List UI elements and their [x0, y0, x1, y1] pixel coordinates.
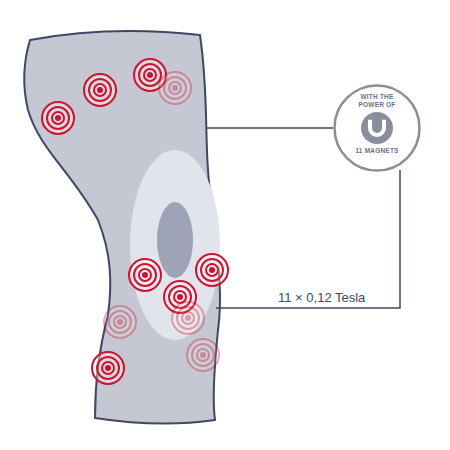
magnet-ring	[177, 307, 199, 329]
magnet-ring	[102, 362, 114, 374]
magnet-ring	[97, 357, 119, 379]
magnet-ring	[109, 311, 131, 333]
magnet-ring	[206, 264, 218, 276]
knee-brace	[24, 31, 220, 424]
leader-line	[207, 127, 333, 129]
magnet-ring	[129, 259, 161, 291]
magnet-ring	[159, 72, 191, 104]
magnet-symbol	[129, 259, 161, 291]
magnet-ring	[169, 82, 181, 94]
magnet-ring	[84, 74, 116, 106]
magnet-ring	[187, 339, 219, 371]
magnet-symbol	[92, 352, 124, 384]
magnet-ring	[172, 302, 204, 334]
magnet-ring	[144, 69, 156, 81]
magnet-ring	[139, 269, 151, 281]
badge-circle: WITH THE POWER OF 11 MAGNETS	[333, 84, 421, 172]
magnet-ring	[94, 84, 106, 96]
magnet-ring	[52, 112, 64, 124]
magnet-ring	[47, 107, 69, 129]
magnet-ring	[182, 312, 194, 324]
magnet-dot	[177, 294, 183, 300]
magnet-icon	[370, 119, 384, 135]
magnet-dot	[172, 85, 178, 91]
strength-label: 11 × 0,12 Tesla	[276, 290, 367, 305]
magnet-ring	[174, 291, 186, 303]
badge-text: 11 MAGNETS	[347, 147, 407, 155]
magnet-dot	[185, 315, 191, 321]
leader-line	[216, 170, 400, 308]
magnet-ring	[197, 349, 209, 361]
patella-zone	[130, 150, 220, 340]
magnet-dot	[142, 272, 148, 278]
badge-text: WITH THE POWER OF	[347, 93, 407, 109]
magnet-dot	[200, 352, 206, 358]
patella-opening	[157, 202, 193, 278]
magnet-ring	[114, 316, 126, 328]
magnet-ring	[42, 102, 74, 134]
magnet-dot	[97, 87, 103, 93]
magnet-ring	[196, 254, 228, 286]
magnet-symbol	[187, 339, 219, 371]
magnet-dot	[105, 365, 111, 371]
magnet-dot	[55, 115, 61, 121]
magnet-dot	[147, 72, 153, 78]
magnet-symbol	[159, 72, 191, 104]
magnet-ring	[104, 306, 136, 338]
magnet-dot	[209, 267, 215, 273]
badge-ring	[335, 86, 420, 171]
badge-core	[361, 112, 393, 144]
magnet-ring	[92, 352, 124, 384]
magnet-ring	[192, 344, 214, 366]
magnet-ring	[89, 79, 111, 101]
magnet-ring	[201, 259, 223, 281]
magnet-symbol	[104, 306, 136, 338]
magnet-icon-tips	[368, 118, 386, 120]
magnet-symbol	[196, 254, 228, 286]
magnet-symbol	[42, 102, 74, 134]
magnet-dot	[117, 319, 123, 325]
magnet-symbol	[84, 74, 116, 106]
magnet-group	[42, 59, 228, 384]
magnet-ring	[134, 264, 156, 286]
magnet-symbol	[172, 302, 204, 334]
magnet-ring	[139, 64, 161, 86]
magnet-ring	[164, 77, 186, 99]
